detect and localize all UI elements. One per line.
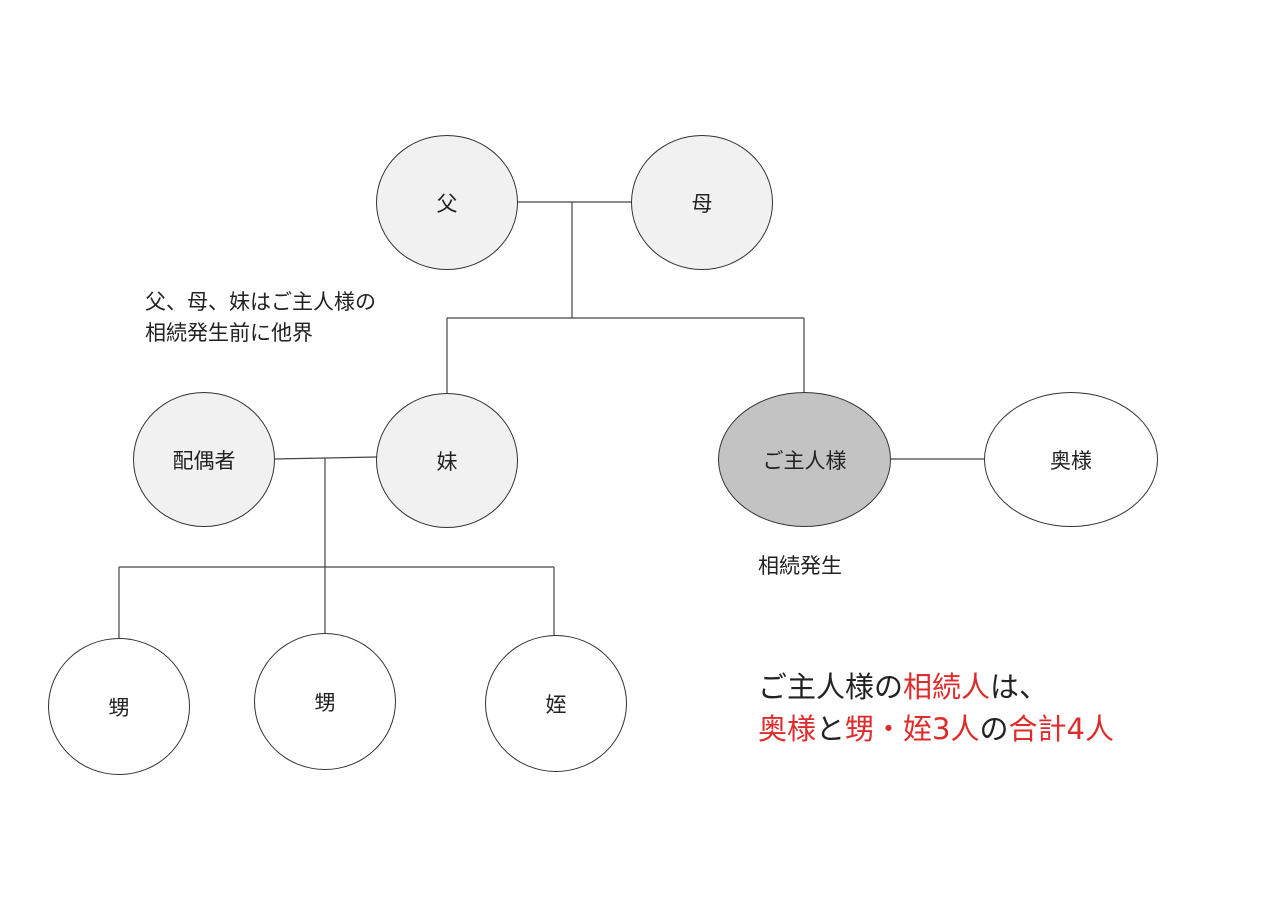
niece-label: 姪 [545, 692, 567, 717]
sister-label: 妹 [436, 449, 458, 474]
father-node: 父 [376, 135, 518, 270]
mother-label: 母 [691, 191, 713, 216]
nephew-2-node: 甥 [254, 633, 396, 770]
spouse-label: 配偶者 [172, 448, 236, 473]
deceased-note-line2: 相続発生前に他界 [145, 321, 313, 345]
summary-of: の [979, 712, 1009, 746]
deceased-note-line1: 父、母、妹はご主人様の [145, 290, 376, 314]
sister-node: 妹 [376, 393, 518, 528]
wife-node: 奥様 [984, 392, 1158, 527]
nephew-2-label: 甥 [314, 690, 336, 715]
heirs-summary: ご主人様の相続人は、 奥様と甥・姪3人の合計4人 [758, 666, 1114, 750]
husband-label: ご主人様 [762, 448, 847, 473]
nephew-1-label: 甥 [108, 695, 130, 720]
summary-suffix: は、 [990, 670, 1049, 704]
summary-prefix: ご主人様の [758, 670, 904, 704]
niece-node: 姪 [485, 635, 627, 772]
wife-label: 奥様 [1050, 448, 1092, 473]
husband-node: ご主人様 [718, 392, 891, 527]
spouse-node: 配偶者 [133, 392, 275, 527]
mother-node: 母 [631, 135, 773, 270]
summary-children: 甥・姪3人 [845, 712, 980, 746]
summary-line1: ご主人様の相続人は、 [758, 666, 1114, 708]
summary-total: 合計4人 [1008, 712, 1114, 746]
nephew-1-node: 甥 [48, 638, 190, 775]
summary-and: と [816, 712, 846, 746]
summary-wife: 奥様 [758, 712, 817, 746]
inheritance-event-note: 相続発生 [758, 554, 842, 578]
summary-heirs-highlight: 相続人 [903, 670, 991, 704]
father-label: 父 [436, 191, 458, 216]
summary-line2: 奥様と甥・姪3人の合計4人 [758, 708, 1114, 750]
deceased-note: 父、母、妹はご主人様の 相続発生前に他界 [145, 287, 376, 349]
sister-marriage-line [274, 456, 378, 460]
